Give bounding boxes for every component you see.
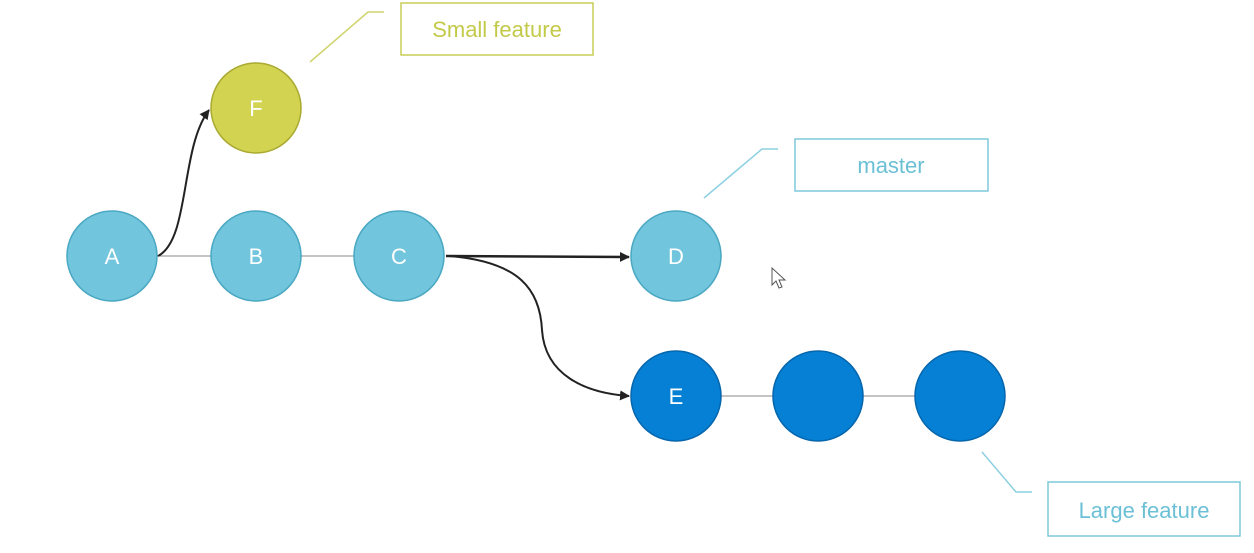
tag-large-feature-label: Large feature: [1079, 498, 1210, 523]
tag-small-feature: Small feature: [400, 2, 594, 56]
tag-master-label: master: [857, 153, 924, 178]
commit-node-e: E: [630, 350, 722, 442]
commit-label-b: B: [249, 244, 264, 269]
tag-leaders: [309, 11, 1032, 493]
leader-small-feature: [309, 11, 384, 63]
arrow-c-to-e: [449, 255, 630, 401]
tag-small-feature-label: Small feature: [432, 17, 562, 42]
tag-large-feature: Large feature: [1047, 481, 1241, 537]
arrow-c-to-d: [445, 251, 630, 262]
commit-node-d: D: [630, 210, 722, 302]
commit-node-large-2: [772, 350, 864, 442]
commit-label-c: C: [391, 244, 407, 269]
commit-node-c: C: [353, 210, 445, 302]
commit-label-f: F: [249, 96, 262, 121]
leader-master: [703, 148, 778, 199]
commit-label-a: A: [105, 244, 120, 269]
commit-label-e: E: [669, 384, 684, 409]
commit-node-a: A: [66, 210, 158, 302]
leader-large-feature: [981, 451, 1032, 493]
commit-node-large-3: [914, 350, 1006, 442]
branch-arrows: [157, 109, 630, 401]
tag-master: master: [794, 138, 989, 192]
commit-nodes: A B C D F E: [66, 62, 1006, 442]
mouse-pointer-icon: [771, 266, 787, 289]
commit-node-b: B: [210, 210, 302, 302]
commit-node-f: F: [210, 62, 302, 154]
arrow-a-to-f: [157, 109, 210, 257]
commit-label-d: D: [668, 244, 684, 269]
